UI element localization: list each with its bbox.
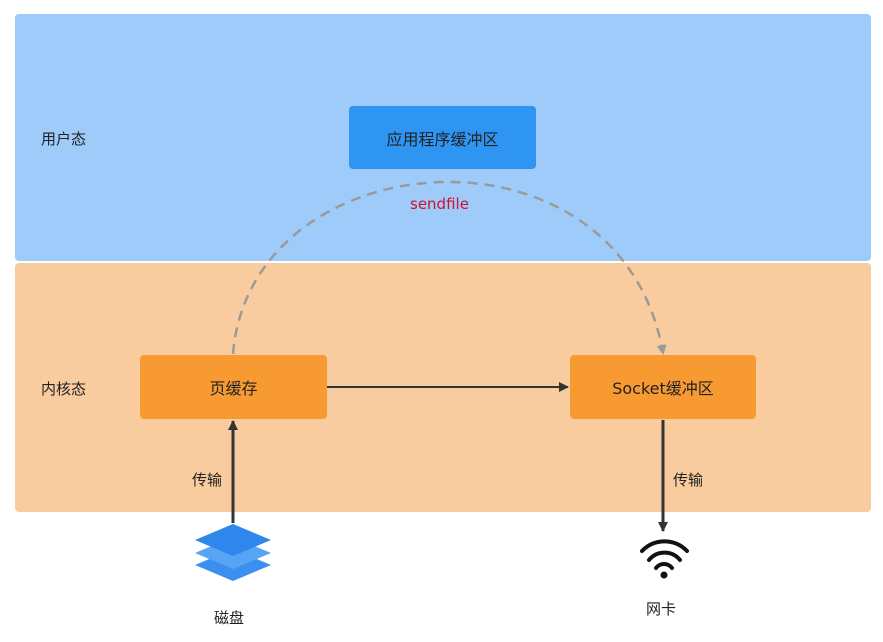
transfer-in-label: 传输 <box>192 471 223 489</box>
sendfile-dashed-arc <box>231 180 667 355</box>
kernel-space-label: 内核态 <box>41 380 87 398</box>
page-cache-node: 页缓存 <box>140 355 327 419</box>
layers-icon <box>195 524 271 581</box>
page-cache-label: 页缓存 <box>209 379 258 398</box>
app-buffer-label: 应用程序缓冲区 <box>386 129 499 149</box>
wifi-icon <box>640 539 689 579</box>
sendfile-label: sendfile <box>410 195 469 213</box>
socket-buffer-node: Socket缓冲区 <box>570 355 756 419</box>
socket-buffer-label: Socket缓冲区 <box>612 379 714 398</box>
app-buffer-node: 应用程序缓冲区 <box>349 106 536 169</box>
transfer-out-label: 传输 <box>673 471 704 489</box>
nic-label: 网卡 <box>646 600 677 618</box>
user-space-label: 用户态 <box>41 130 87 148</box>
disk-label: 磁盘 <box>214 609 245 627</box>
